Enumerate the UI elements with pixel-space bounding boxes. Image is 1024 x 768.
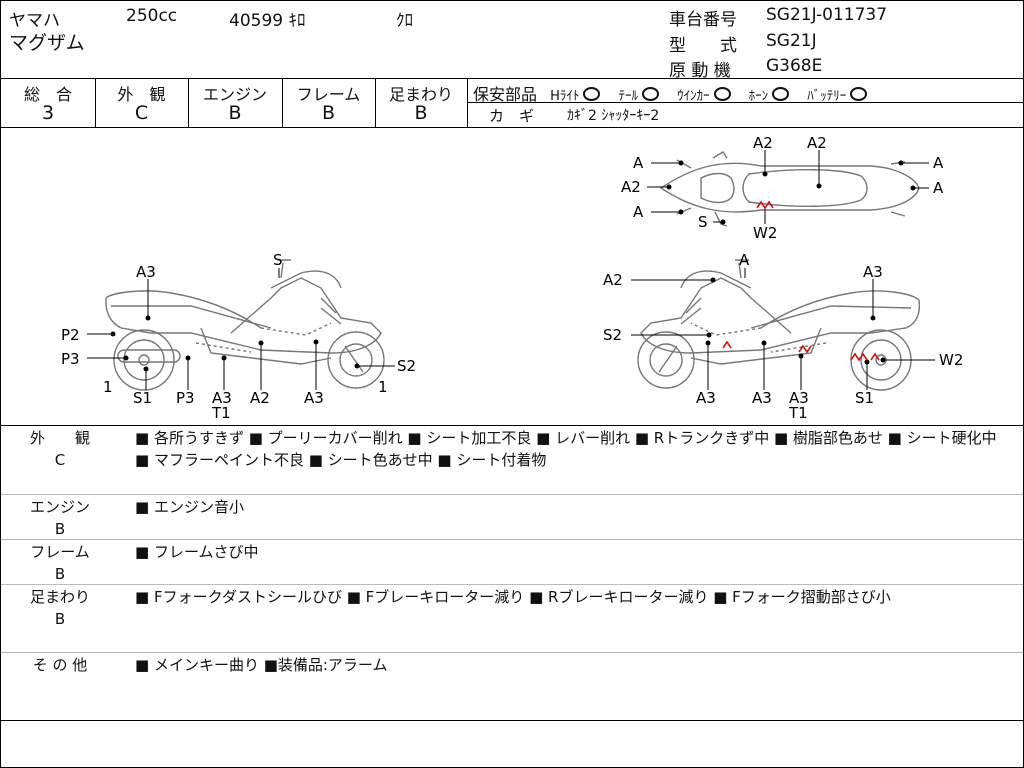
divider: [1, 539, 1023, 540]
label-left-a3c: A3: [304, 389, 324, 407]
point-markers: [110, 160, 916, 372]
label-right-a: A: [739, 251, 750, 269]
label-left-p2: P2: [61, 326, 80, 344]
label-right-a3: A3: [863, 263, 883, 281]
label-left-a3b: A3: [212, 389, 232, 407]
safety-parts-title: 保安部品: [473, 85, 538, 104]
divider: [1, 652, 1023, 653]
divider: [1, 494, 1023, 495]
key-value: ｶｷﾞ2 ｼｬｯﾀｰｷｰ2: [567, 108, 660, 124]
label-left-p3: P3: [61, 350, 80, 368]
label-right-a3d: A3: [789, 389, 809, 407]
right-view-scooter: [637, 259, 921, 391]
ok-mark-icon: [713, 87, 731, 101]
key-label: カ ギ: [489, 107, 535, 125]
remark-exterior-text: ■ 各所うすきず ■ プーリーカバー削れ ■ シート加工不良 ■ レバー削れ ■…: [135, 429, 997, 469]
label-left-a3: A3: [136, 263, 156, 281]
label-left-s1: S1: [133, 389, 152, 407]
divider: [1, 425, 1023, 426]
label-left-1b: 1: [378, 378, 388, 396]
safety-item-headlight: Hﾗｲﾄ: [550, 87, 603, 104]
divider: [375, 78, 376, 127]
grade-overall-value: 3: [41, 102, 55, 124]
label-left-t1: T1: [211, 404, 231, 422]
displacement: 250cc: [126, 6, 178, 26]
safety-item-horn: ﾎｰﾝ: [749, 87, 793, 104]
label-top-a-2: A: [633, 203, 644, 221]
left-view-scooter: [105, 259, 385, 391]
label-left-a2: A2: [250, 389, 270, 407]
grade-frame-value: B: [321, 102, 336, 124]
divider: [1, 78, 1023, 79]
label-right-t1: T1: [788, 404, 808, 422]
label-left-s: S: [273, 251, 283, 269]
label-right-a3c: A3: [752, 389, 772, 407]
safety-item-battery: ﾊﾞｯﾃﾘｰ: [807, 87, 870, 104]
divider: [1, 720, 1023, 721]
grade-engine-value: B: [228, 102, 242, 124]
label-left-p3b: P3: [176, 389, 195, 407]
label-top-a-1: A: [633, 154, 644, 172]
label-right-s2: S2: [603, 326, 622, 344]
engine-model: G368E: [766, 56, 823, 76]
type-value: SG21J: [766, 31, 817, 51]
ok-mark-icon: [641, 87, 659, 101]
grade-exterior-label: 外 観: [117, 85, 166, 104]
type-label: 型 式: [669, 36, 737, 56]
label-left-s2: S2: [397, 357, 416, 375]
remark-suspension-text: ■ Fフォークダストシールひび ■ Fブレーキローター減り ■ Rブレーキロータ…: [135, 588, 891, 606]
remark-other-label: そ の 他: [32, 656, 88, 674]
grade-suspension-label: 足まわり: [388, 85, 453, 104]
remark-engine-text: ■ エンジン音小: [135, 498, 244, 516]
mileage: 40599 ｷﾛ: [229, 11, 306, 31]
divider: [95, 78, 96, 127]
color: ｸﾛ: [396, 11, 413, 31]
label-top-a2-3: A2: [807, 134, 827, 152]
divider: [188, 78, 189, 127]
leader-lines: [87, 150, 935, 390]
remark-other-text: ■ メインキー曲り ■装備品:アラーム: [135, 656, 388, 674]
safety-parts: 保安部品 Hﾗｲﾄ ﾃｰﾙ ｳｲﾝｶｰ ﾎｰﾝ ﾊﾞｯﾃﾘｰ: [473, 81, 870, 105]
divider: [1, 127, 1023, 128]
label-right-a2: A2: [603, 271, 623, 289]
label-top-a2-2: A2: [621, 178, 641, 196]
grade-exterior-value: C: [134, 102, 149, 124]
label-top-w2: W2: [753, 224, 777, 242]
label-right-s1: S1: [855, 389, 874, 407]
safety-item-winker: ｳｲﾝｶｰ: [677, 87, 734, 104]
label-top-s: S: [698, 213, 708, 231]
frame-number-label: 車台番号: [669, 10, 737, 30]
grade-engine-label: エンジン: [202, 85, 267, 104]
divider: [282, 78, 283, 127]
grade-suspension-value: B: [414, 102, 428, 124]
label-top-a-4: A: [933, 179, 944, 197]
maker: ヤマハ: [9, 11, 60, 31]
remark-frame-text: ■ フレームさび中: [135, 543, 259, 561]
grade-frame-label: フレーム: [296, 85, 361, 104]
safety-item-taillight: ﾃｰﾙ: [618, 87, 662, 104]
ok-mark-icon: [772, 87, 790, 101]
damage-diagram: A A2 A2 A S A2 W2 A A S A3 P2 P3 1 S1 P3…: [61, 134, 963, 422]
label-top-a2-1: A2: [753, 134, 773, 152]
ok-mark-icon: [583, 87, 601, 101]
label-right-w2: W2: [939, 351, 963, 369]
engine-model-label: 原 動 機: [669, 61, 731, 81]
damage-marks: [722, 200, 880, 362]
model-name: マグザム: [9, 32, 85, 54]
label-left-1a: 1: [103, 378, 113, 396]
ok-mark-icon: [850, 87, 868, 101]
label-right-a3b: A3: [696, 389, 716, 407]
grade-overall-label: 総 合: [23, 85, 72, 104]
divider: [1, 584, 1023, 585]
label-top-a-3: A: [933, 154, 944, 172]
frame-number: SG21J-011737: [766, 5, 888, 25]
divider: [467, 102, 1023, 103]
